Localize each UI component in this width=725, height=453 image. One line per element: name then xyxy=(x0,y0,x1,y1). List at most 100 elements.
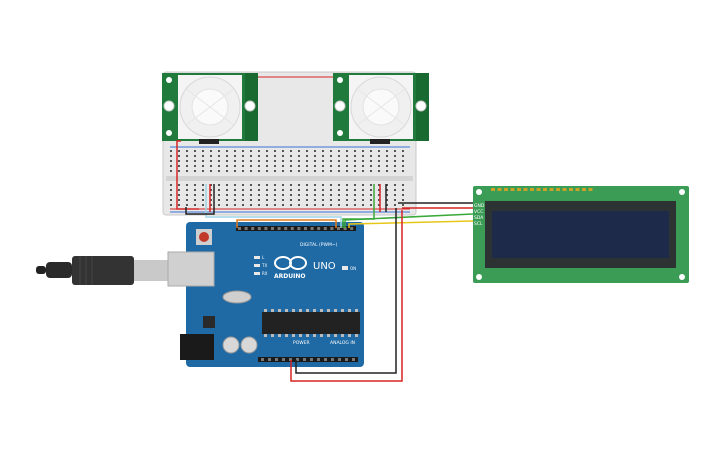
lcd-header-pin xyxy=(562,188,567,191)
breadboard-hole xyxy=(298,189,300,191)
breadboard-hole xyxy=(274,170,276,172)
chip-leg xyxy=(334,334,337,337)
header-pin xyxy=(338,358,341,361)
breadboard-hole xyxy=(362,184,364,186)
breadboard-hole xyxy=(178,189,180,191)
breadboard-hole xyxy=(298,165,300,167)
lcd-header-pin xyxy=(569,188,573,191)
breadboard-hole xyxy=(314,155,316,157)
breadboard-hole xyxy=(202,165,204,167)
reset-button[interactable] xyxy=(199,232,209,242)
breadboard-hole xyxy=(354,150,356,152)
breadboard-holes xyxy=(170,150,404,206)
breadboard-hole xyxy=(298,155,300,157)
breadboard-hole xyxy=(282,194,284,196)
breadboard-hole xyxy=(330,199,332,201)
breadboard-hole xyxy=(234,160,236,162)
wires xyxy=(176,140,474,382)
breadboard-hole xyxy=(186,184,188,186)
breadboard-hole xyxy=(402,165,404,167)
wire-orange-signal[interactable] xyxy=(236,219,337,228)
header-pin xyxy=(289,358,292,361)
breadboard-hole xyxy=(250,150,252,152)
breadboard-hole xyxy=(330,184,332,186)
breadboard-hole xyxy=(394,184,396,186)
breadboard-hole xyxy=(378,160,380,162)
breadboard-hole xyxy=(346,160,348,162)
breadboard-hole xyxy=(266,150,268,152)
arduino-infinity-logo xyxy=(274,256,307,270)
breadboard-hole xyxy=(250,155,252,157)
breadboard-trench xyxy=(166,176,413,181)
usb-cable[interactable] xyxy=(36,256,168,285)
breadboard-hole xyxy=(170,155,172,157)
breadboard-hole xyxy=(378,194,380,196)
breadboard-hole xyxy=(266,155,268,157)
tx-led xyxy=(254,264,260,267)
chip-leg xyxy=(313,334,316,337)
breadboard-hole xyxy=(202,150,204,152)
breadboard-hole xyxy=(370,160,372,162)
breadboard-hole xyxy=(378,199,380,201)
breadboard-hole xyxy=(226,189,228,191)
lcd-header-pin xyxy=(504,188,508,191)
l-led xyxy=(254,256,260,259)
breadboard-hole xyxy=(202,194,204,196)
breadboard-hole xyxy=(178,199,180,201)
atmega-chip xyxy=(262,312,360,334)
breadboard-hole xyxy=(402,170,404,172)
wire-pir-left-vcc[interactable] xyxy=(176,140,199,210)
wire-lcd-sda[interactable] xyxy=(344,213,474,228)
breadboard-hole xyxy=(266,165,268,167)
pir-sensor-right[interactable] xyxy=(333,73,429,144)
breadboard-hole xyxy=(394,189,396,191)
breadboard-hole xyxy=(258,189,260,191)
pir-mount-hole xyxy=(166,77,172,83)
wire-pir-left-gnd[interactable] xyxy=(185,184,215,215)
lcd-header-pin xyxy=(582,188,586,191)
breadboard-hole xyxy=(394,199,396,201)
breadboard-hole xyxy=(306,199,308,201)
breadboard-hole xyxy=(402,150,404,152)
breadboard-hole xyxy=(306,170,308,172)
chip-leg xyxy=(278,309,281,312)
breadboard-hole xyxy=(378,155,380,157)
arduino-uno-board[interactable]: ON L TX RX ARDUINO UNO DIGITAL (PWM~) PO… xyxy=(167,222,364,367)
breadboard-hole xyxy=(306,165,308,167)
breadboard-hole xyxy=(378,189,380,191)
pir-sensor-left[interactable] xyxy=(162,73,258,144)
lcd-top-header xyxy=(491,188,593,191)
breadboard-hole xyxy=(322,189,324,191)
breadboard-hole xyxy=(330,194,332,196)
breadboard-hole xyxy=(346,199,348,201)
lcd-i2c-module[interactable]: GND VCC SDA SCL xyxy=(473,186,689,283)
chip-leg xyxy=(341,334,344,337)
breadboard-hole xyxy=(370,165,372,167)
header-pin xyxy=(261,358,264,361)
breadboard-hole xyxy=(170,170,172,172)
breadboard-hole xyxy=(370,155,372,157)
breadboard-hole xyxy=(178,204,180,206)
wire-pir-left-signal[interactable] xyxy=(205,184,342,228)
breadboard-hole xyxy=(394,165,396,167)
breadboard-hole xyxy=(266,160,268,162)
wire-arduino-gnd[interactable] xyxy=(295,208,397,374)
breadboard-hole xyxy=(210,165,212,167)
breadboard-hole xyxy=(202,155,204,157)
breadboard-hole xyxy=(322,199,324,201)
breadboard-hole xyxy=(218,199,220,201)
breadboard-hole xyxy=(274,150,276,152)
breadboard-hole xyxy=(194,160,196,162)
lcd-header-pin xyxy=(549,188,554,191)
chip-leg xyxy=(327,309,330,312)
wire-arduino-5v[interactable] xyxy=(290,210,403,382)
breadboard-hole xyxy=(402,189,404,191)
breadboard-hole xyxy=(282,165,284,167)
header-pin xyxy=(284,227,288,230)
wire-lcd-scl[interactable] xyxy=(348,220,474,228)
digital-pins-label: DIGITAL (PWM~) xyxy=(300,242,338,248)
lcd-mount-hole xyxy=(679,274,685,280)
breadboard-hole xyxy=(282,189,284,191)
on-led xyxy=(342,266,348,270)
header-pin xyxy=(323,227,327,230)
